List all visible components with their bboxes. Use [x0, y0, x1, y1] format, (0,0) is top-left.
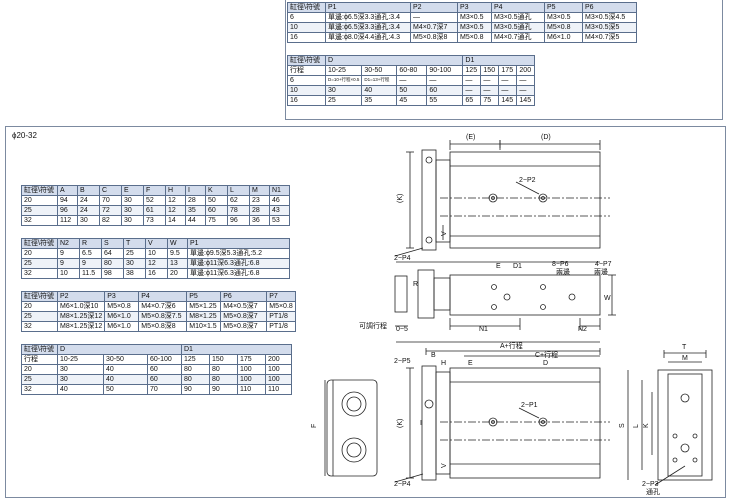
- label-d: D: [543, 360, 548, 367]
- table-cell: 110: [265, 384, 292, 395]
- label-p7-note: 兩邊: [594, 267, 608, 276]
- label-p6: 8−P6: [552, 261, 569, 268]
- label-v-top: V: [441, 231, 448, 236]
- label-p7: 4−P7: [595, 261, 612, 268]
- label-b: B: [431, 352, 436, 359]
- label-i: I: [420, 420, 422, 427]
- label-r: R: [413, 281, 418, 288]
- label-v-bottom: V: [441, 463, 448, 468]
- label-m: M: [682, 355, 688, 362]
- label-k-paren-bottom: (K): [397, 419, 404, 428]
- label-p5: 2−P5: [394, 358, 411, 365]
- table-cell: M4×0.7深5: [582, 32, 637, 43]
- label-l: L: [633, 424, 640, 428]
- label-w: W: [604, 295, 611, 302]
- label-p2: 2−P2: [519, 177, 536, 184]
- label-e: E: [496, 263, 501, 270]
- label-e-bottom: E: [468, 360, 473, 367]
- table-cell: 145: [516, 95, 536, 106]
- series-label: ϕ20-32: [12, 131, 37, 140]
- label-n1: N1: [479, 326, 488, 333]
- label-p1: 2−P1: [521, 402, 538, 409]
- label-t: T: [682, 344, 687, 351]
- label-c-stroke: C+行程: [535, 350, 558, 359]
- table-cell: M8×1.25深12: [56, 321, 106, 332]
- table-cell: PT1/8: [266, 321, 296, 332]
- table-cell: 25: [324, 95, 363, 106]
- label-p4-top: 2−P4: [394, 255, 411, 262]
- label-d-paren: (D): [541, 134, 551, 141]
- label-adjust-range: 0−5: [396, 326, 408, 333]
- label-h: H: [441, 360, 446, 367]
- label-adjust-stroke: 可調行程: [359, 321, 387, 330]
- label-f: F: [311, 424, 318, 428]
- label-s: S: [619, 423, 626, 428]
- label-e-paren: (E): [466, 134, 475, 141]
- table-cell: 53: [269, 215, 290, 226]
- table-cell: M5×0.8深7: [220, 321, 268, 332]
- label-n2: N2: [578, 326, 587, 333]
- label-p3: 2−P3: [642, 481, 659, 488]
- label-p4-bottom: 2−P4: [394, 481, 411, 488]
- label-p6-note: 兩邊: [556, 267, 570, 276]
- label-p3-note: 通孔: [646, 487, 660, 496]
- label-k-paren-top: (K): [397, 194, 404, 203]
- table-cell: 單邊:ϕ11深6.3通孔:6.8: [187, 268, 290, 279]
- label-d1: D1: [513, 263, 522, 270]
- label-a-stroke: A+行程: [500, 341, 523, 350]
- label-k-side: K: [643, 423, 650, 428]
